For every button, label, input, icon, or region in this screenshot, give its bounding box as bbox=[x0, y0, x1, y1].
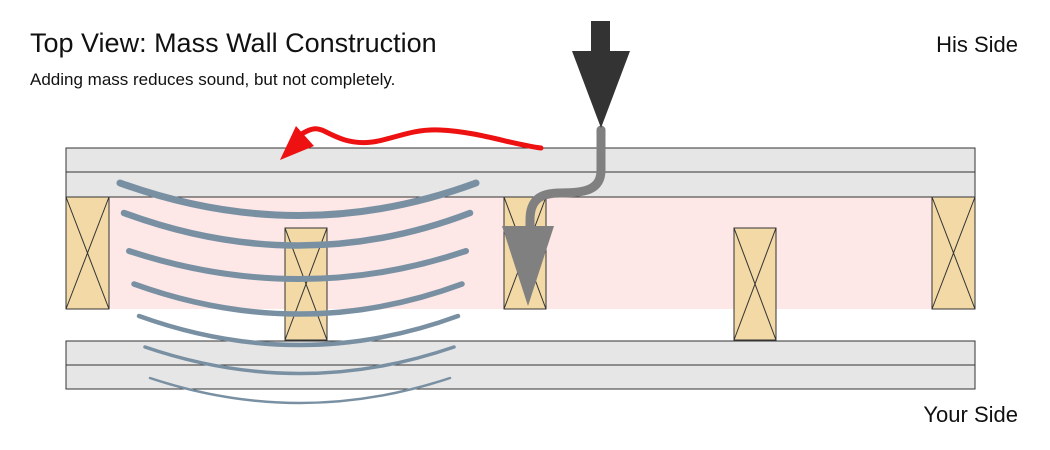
sound-wave bbox=[148, 376, 452, 405]
curved-red-arrow-icon bbox=[280, 126, 544, 160]
page-subtitle: Adding mass reduces sound, but not compl… bbox=[30, 70, 396, 89]
stud bbox=[733, 227, 777, 341]
sound-wave bbox=[131, 281, 465, 317]
down-arrow-icon bbox=[572, 21, 630, 128]
his-drywall-outer bbox=[65, 147, 976, 173]
sound-wave bbox=[120, 209, 474, 249]
sound-waves bbox=[116, 179, 480, 405]
sound-wave bbox=[143, 345, 456, 376]
stud bbox=[65, 196, 110, 310]
his-drywall-inner bbox=[65, 171, 976, 198]
sound-wave bbox=[136, 313, 461, 348]
your-drywall-outer bbox=[65, 364, 976, 390]
curved-gray-arrow-icon bbox=[502, 125, 606, 306]
page-title: Top View: Mass Wall Construction bbox=[30, 28, 437, 58]
his-side-label: His Side bbox=[936, 32, 1018, 57]
sound-wave bbox=[116, 179, 480, 219]
your-side-label: Your Side bbox=[923, 402, 1018, 427]
your-drywall-inner bbox=[65, 340, 976, 366]
stud bbox=[931, 196, 976, 310]
sound-wave bbox=[126, 248, 469, 282]
